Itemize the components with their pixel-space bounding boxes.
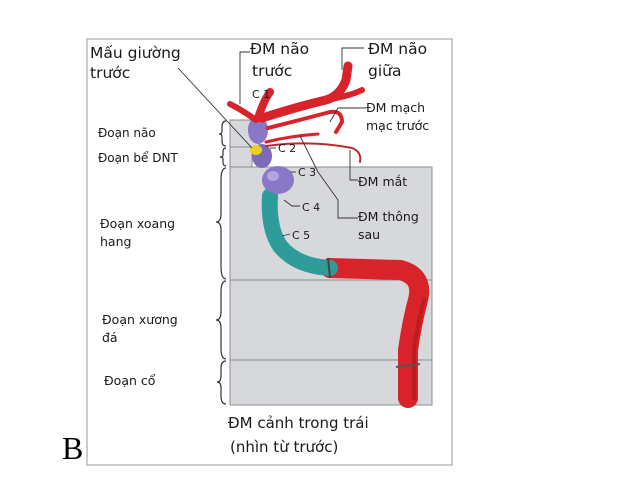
label-seg-brain: Đoạn não <box>98 126 156 140</box>
label-c1: C 1 <box>252 88 270 101</box>
label-seg-pet-1: Đoạn xương <box>102 312 178 327</box>
caption-line-1: ĐM cảnh trong trái <box>228 414 369 432</box>
label-c3: C 3 <box>298 166 316 179</box>
label-c2: C 2 <box>278 142 296 155</box>
pcom-branch <box>264 132 320 144</box>
label-ophthalmic: ĐM mắt <box>358 174 407 189</box>
choroidal-branch <box>266 109 345 134</box>
mca-side <box>323 87 365 103</box>
ica-cavernous <box>261 188 338 276</box>
clinoid-process <box>250 145 262 155</box>
label-pcom-1: ĐM thông <box>358 209 419 224</box>
block-petrous <box>229 279 433 361</box>
label-mca-2: giữa <box>368 62 401 80</box>
label-c4: C 4 <box>302 201 320 214</box>
ica-ring-mid <box>327 257 331 279</box>
label-c5: C 5 <box>292 229 310 242</box>
left-branch <box>227 101 259 123</box>
siphon-c3 <box>262 166 294 194</box>
segment-brackets <box>215 120 227 405</box>
label-aca-2: trước <box>252 62 292 80</box>
label-clinoid-2: trước <box>90 64 130 82</box>
siphon-c1 <box>248 116 268 144</box>
label-seg-cav-1: Đoạn xoang <box>100 216 175 231</box>
block-csf <box>229 146 253 168</box>
label-mca-1: ĐM não <box>368 40 427 58</box>
label-aca-1: ĐM não <box>250 40 309 58</box>
ica-cervical <box>320 258 430 408</box>
label-seg-neck: Đoạn cổ <box>104 373 156 388</box>
label-pcom-2: sau <box>358 227 380 242</box>
label-seg-cav-2: hang <box>100 234 131 249</box>
ophthalmic-branch <box>265 142 362 163</box>
siphon-c3-highlight <box>267 171 279 181</box>
caption-line-2: (nhìn từ trước) <box>230 438 338 456</box>
label-clinoid-1: Mấu giường <box>90 44 181 62</box>
label-choroidal-2: mạc trước <box>366 118 429 133</box>
ica-ring-low <box>395 363 421 368</box>
panel-letter: B <box>62 430 84 466</box>
label-seg-csf: Đoạn bể DNT <box>98 151 178 165</box>
label-choroidal-1: ĐM mạch <box>366 100 425 115</box>
label-seg-pet-2: đá <box>102 330 118 345</box>
leader-lines <box>177 47 366 237</box>
ica-cervical-shade <box>412 298 426 400</box>
